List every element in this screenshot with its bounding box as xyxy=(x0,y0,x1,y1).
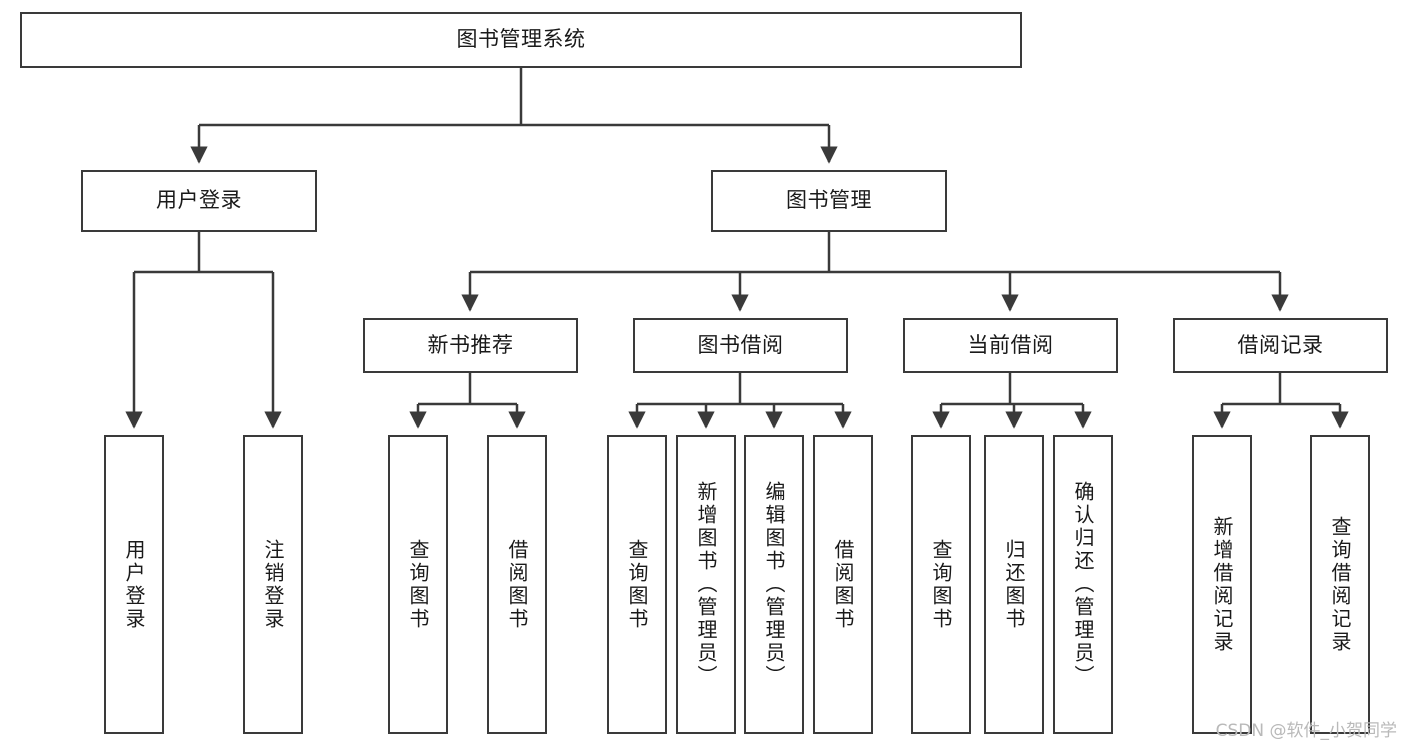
node-leaf-user-login[interactable]: 用户登录 xyxy=(104,435,164,734)
node-book-borrow-label: 图书借阅 xyxy=(697,332,784,357)
node-leaf-return-book-label: 归还图书 xyxy=(1002,538,1026,631)
node-leaf-edit-book[interactable]: 编辑图书（管理员） xyxy=(744,435,804,734)
node-root-label: 图书管理系统 xyxy=(456,27,586,52)
node-root[interactable]: 图书管理系统 xyxy=(20,12,1022,68)
node-leaf-return-book[interactable]: 归还图书 xyxy=(984,435,1044,734)
node-leaf-query-borrow-record[interactable]: 查询借阅记录 xyxy=(1310,435,1370,734)
node-leaf-add-book-label: 新增图书（管理员） xyxy=(694,481,718,688)
node-borrow-record-label: 借阅记录 xyxy=(1237,332,1324,357)
node-leaf-user-login-label: 用户登录 xyxy=(122,538,146,631)
node-book-borrow[interactable]: 图书借阅 xyxy=(633,318,848,373)
node-leaf-query-borrow-record-label: 查询借阅记录 xyxy=(1328,515,1352,654)
node-leaf-add-borrow-record-label: 新增借阅记录 xyxy=(1210,515,1234,654)
node-user-login[interactable]: 用户登录 xyxy=(81,170,317,232)
node-leaf-user-logout[interactable]: 注销登录 xyxy=(243,435,303,734)
node-leaf-query-book-2-label: 查询图书 xyxy=(625,538,649,631)
node-leaf-edit-book-label: 编辑图书（管理员） xyxy=(762,481,786,688)
node-leaf-add-book[interactable]: 新增图书（管理员） xyxy=(676,435,736,734)
node-leaf-query-book-1-label: 查询图书 xyxy=(406,538,430,631)
node-leaf-query-book-2[interactable]: 查询图书 xyxy=(607,435,667,734)
node-book-manage[interactable]: 图书管理 xyxy=(711,170,947,232)
node-book-manage-label: 图书管理 xyxy=(786,188,872,213)
node-current-borrow-label: 当前借阅 xyxy=(967,332,1054,357)
node-new-book-recommend-label: 新书推荐 xyxy=(427,332,514,357)
node-leaf-borrow-book-2[interactable]: 借阅图书 xyxy=(813,435,873,734)
node-leaf-query-book-3-label: 查询图书 xyxy=(929,538,953,631)
node-leaf-confirm-return[interactable]: 确认归还（管理员） xyxy=(1053,435,1113,734)
node-borrow-record[interactable]: 借阅记录 xyxy=(1173,318,1388,373)
node-leaf-confirm-return-label: 确认归还（管理员） xyxy=(1071,481,1095,688)
node-leaf-borrow-book-1-label: 借阅图书 xyxy=(505,538,529,631)
node-new-book-recommend[interactable]: 新书推荐 xyxy=(363,318,578,373)
node-leaf-borrow-book-1[interactable]: 借阅图书 xyxy=(487,435,547,734)
node-leaf-query-book-3[interactable]: 查询图书 xyxy=(911,435,971,734)
node-user-login-label: 用户登录 xyxy=(156,188,242,213)
csdn-watermark: CSDN @软件_小贺同学 xyxy=(1215,721,1397,741)
node-leaf-add-borrow-record[interactable]: 新增借阅记录 xyxy=(1192,435,1252,734)
node-current-borrow[interactable]: 当前借阅 xyxy=(903,318,1118,373)
node-leaf-query-book-1[interactable]: 查询图书 xyxy=(388,435,448,734)
node-leaf-user-logout-label: 注销登录 xyxy=(261,538,285,631)
node-leaf-borrow-book-2-label: 借阅图书 xyxy=(831,538,855,631)
